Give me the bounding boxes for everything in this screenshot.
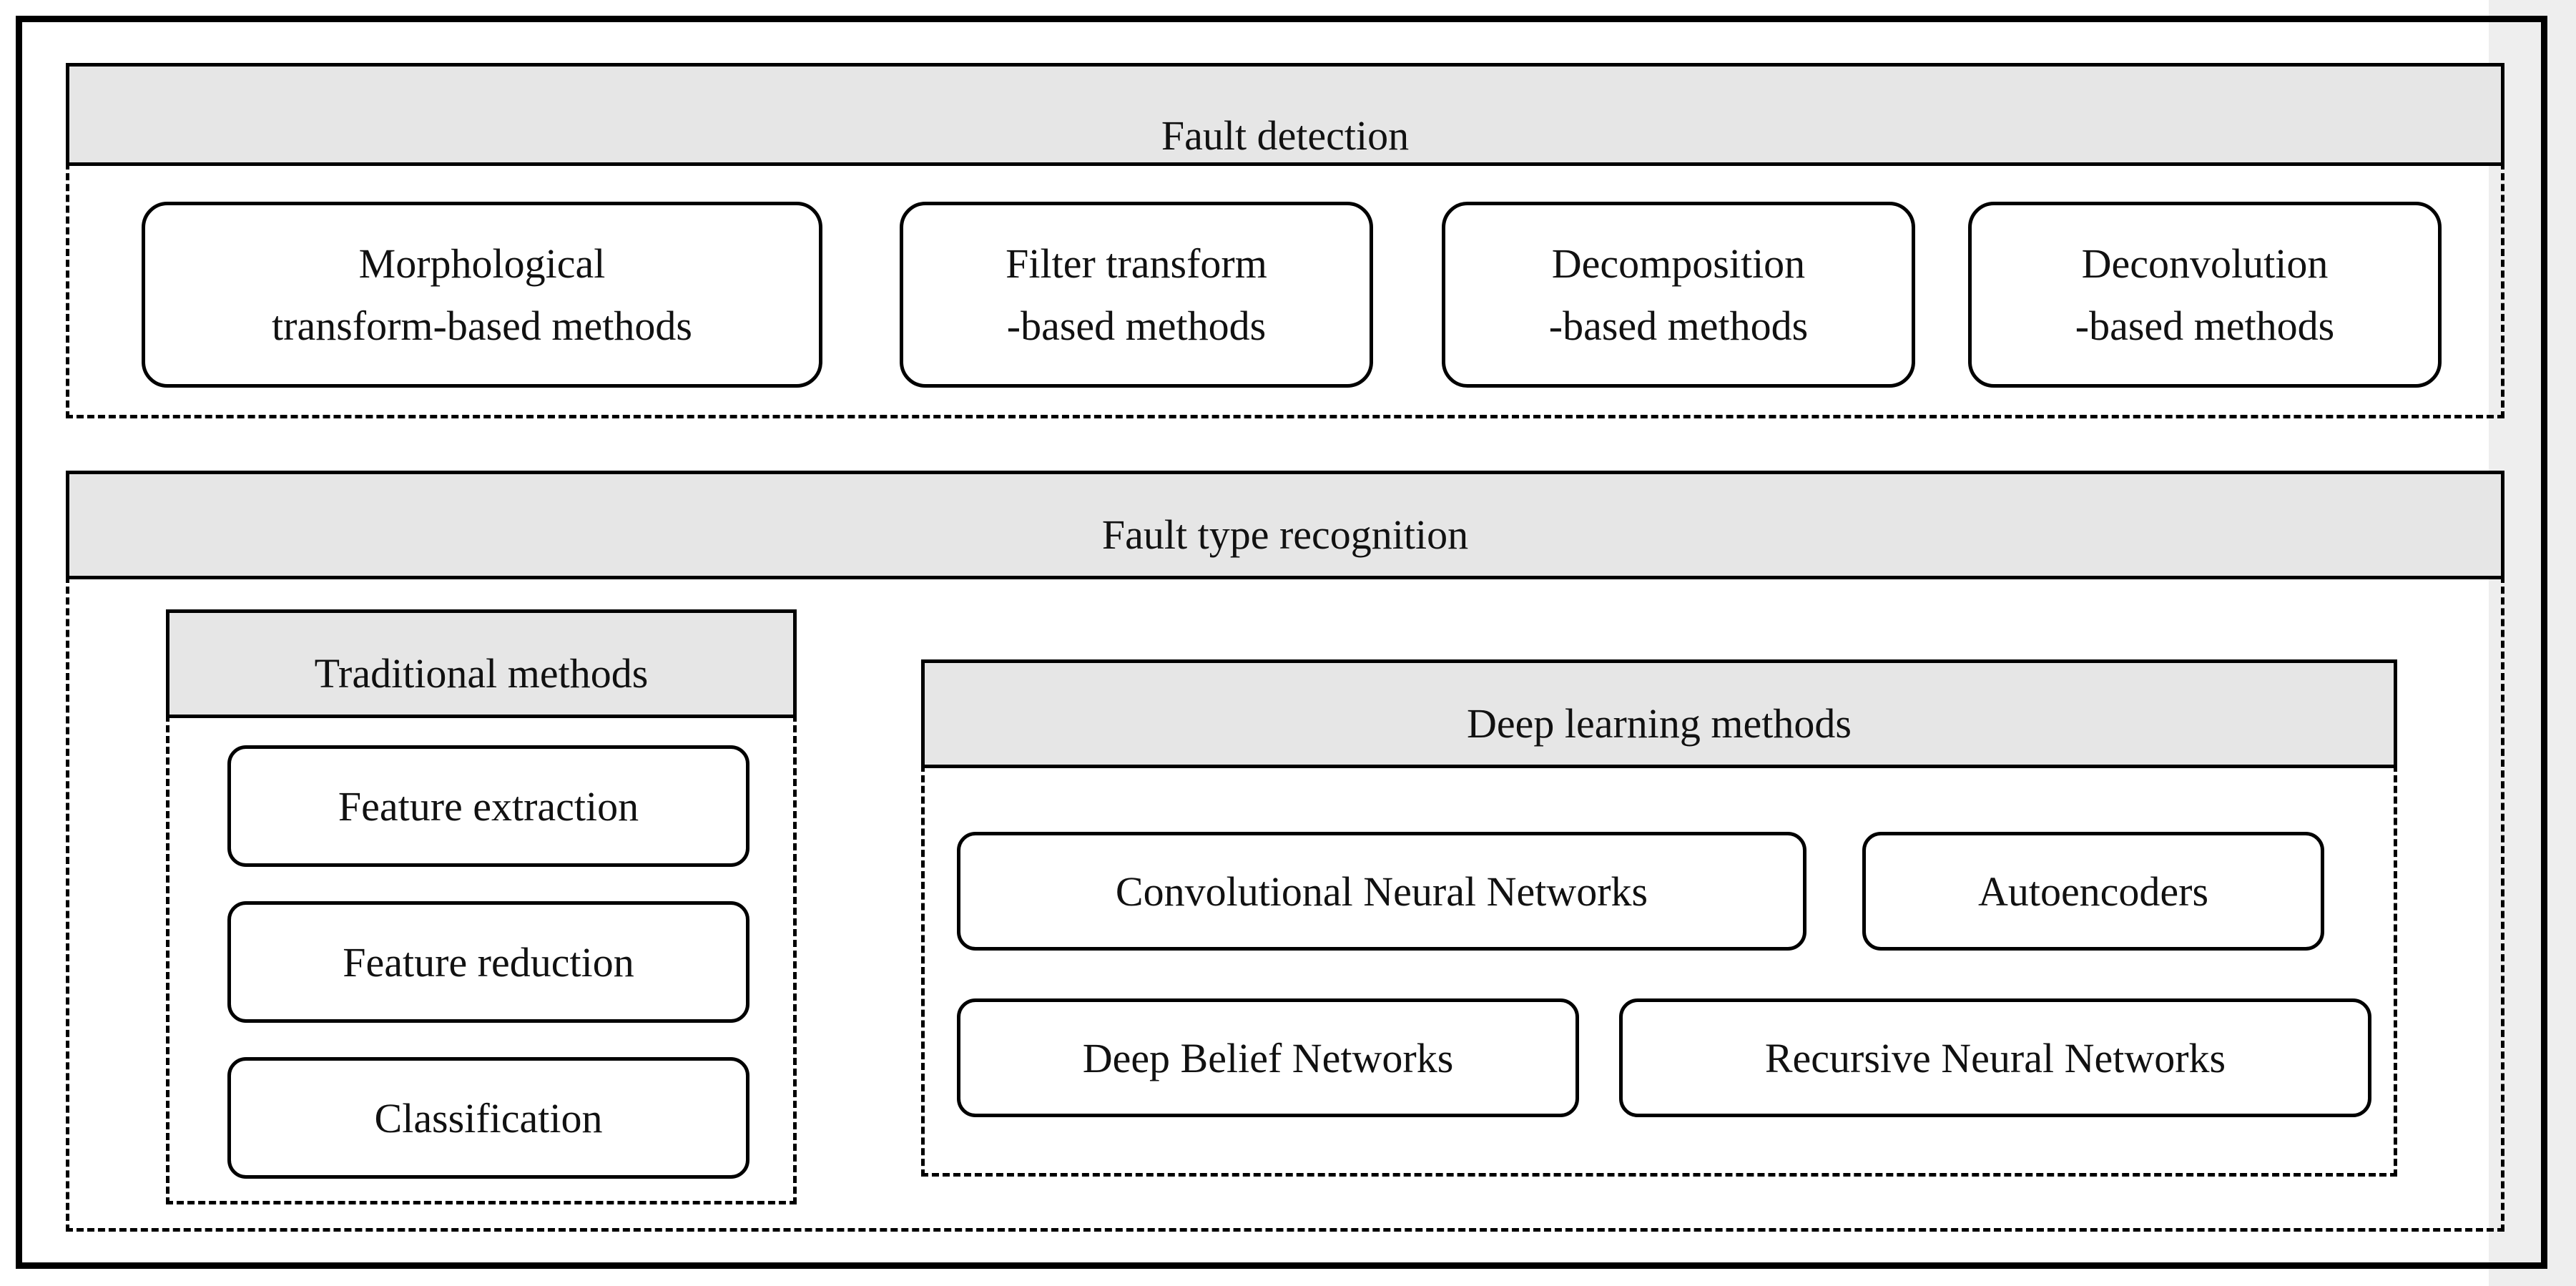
deep-learning-methods-title: Deep learning methods xyxy=(1467,700,1852,747)
feature-reduction-box: Feature reduction xyxy=(227,901,749,1023)
traditional-methods-header: Traditional methods xyxy=(166,609,797,718)
traditional-methods-group xyxy=(166,715,797,1204)
decomposition-method-box: Decomposition -based methods xyxy=(1442,202,1915,388)
fault-type-recognition-header: Fault type recognition xyxy=(66,471,2504,579)
deconvolution-method-box: Deconvolution -based methods xyxy=(1968,202,2442,388)
method-line-2: -based methods xyxy=(1006,303,1267,349)
fault-detection-group xyxy=(66,162,2504,418)
recursive-neural-networks-label: Recursive Neural Networks xyxy=(1764,1034,2226,1081)
cnn-box: Convolutional Neural Networks xyxy=(957,832,1806,951)
fault-detection-title: Fault detection xyxy=(1161,112,1410,159)
method-line-1: Morphological xyxy=(358,240,606,287)
method-line-2: -based methods xyxy=(2075,303,2335,349)
fault-type-recognition-title: Fault type recognition xyxy=(1101,511,1469,558)
filter-transform-method-box: Filter transform -based methods xyxy=(900,202,1373,388)
autoencoders-label: Autoencoders xyxy=(1977,868,2209,915)
method-line-2: transform-based methods xyxy=(272,303,692,349)
morphological-method-box: Morphological transform-based methods xyxy=(142,202,822,388)
traditional-methods-title: Traditional methods xyxy=(314,650,649,697)
method-line-1: Filter transform xyxy=(1006,240,1267,287)
cnn-label: Convolutional Neural Networks xyxy=(1115,868,1648,915)
method-line-1: Decomposition xyxy=(1551,240,1806,287)
classification-box: Classification xyxy=(227,1057,749,1179)
method-line-2: -based methods xyxy=(1548,303,1809,349)
autoencoders-box: Autoencoders xyxy=(1862,832,2324,951)
deep-belief-networks-label: Deep Belief Networks xyxy=(1082,1034,1454,1081)
fault-detection-header: Fault detection xyxy=(66,63,2504,166)
deep-learning-methods-group xyxy=(921,765,2397,1177)
feature-reduction-label: Feature reduction xyxy=(343,938,634,986)
feature-extraction-box: Feature extraction xyxy=(227,745,749,867)
fault-type-recognition-group xyxy=(66,576,2504,1232)
feature-extraction-label: Feature extraction xyxy=(338,782,639,830)
recursive-neural-networks-box: Recursive Neural Networks xyxy=(1619,998,2371,1117)
classification-label: Classification xyxy=(374,1094,603,1142)
diagram-frame xyxy=(16,16,2547,1269)
deep-belief-networks-box: Deep Belief Networks xyxy=(957,998,1579,1117)
deep-learning-methods-header: Deep learning methods xyxy=(921,659,2397,768)
method-line-1: Deconvolution xyxy=(2081,240,2329,287)
